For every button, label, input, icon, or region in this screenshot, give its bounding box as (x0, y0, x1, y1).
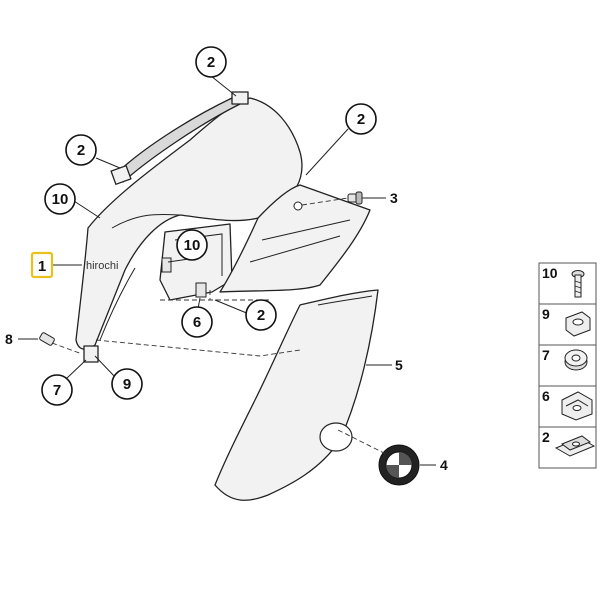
callout-10-inner[interactable]: 10 (176, 229, 208, 261)
leader-line (73, 200, 101, 219)
svg-text:6: 6 (193, 314, 201, 331)
selected-part-label[interactable]: 1 (30, 251, 54, 279)
bolt-part-3[interactable] (347, 191, 363, 205)
svg-text:10: 10 (52, 191, 69, 208)
assembly-line (51, 342, 83, 355)
callout-7[interactable]: 7 (41, 374, 73, 406)
callout-2-left[interactable]: 2 (65, 134, 97, 166)
watermark-text: hirochi (86, 260, 118, 272)
svg-text:1: 1 (38, 258, 46, 275)
parts-legend: 10 9 7 (538, 262, 597, 469)
leader-line (210, 75, 237, 97)
svg-text:2: 2 (257, 307, 265, 324)
leader-line (305, 128, 349, 176)
svg-text:7: 7 (542, 347, 550, 363)
upper-fairing-part[interactable] (75, 91, 303, 363)
legend-row-6[interactable]: 6 (542, 388, 593, 421)
svg-text:2: 2 (357, 111, 365, 128)
callout-2-center[interactable]: 2 (245, 299, 277, 331)
assembly-line (95, 339, 301, 357)
legend-row-10[interactable]: 10 (542, 265, 585, 298)
label-5[interactable]: 5 (395, 357, 403, 373)
svg-text:2: 2 (77, 142, 85, 159)
legend-row-2[interactable]: 2 (542, 429, 596, 457)
leader-line (214, 299, 250, 315)
label-3[interactable]: 3 (390, 190, 398, 206)
screw-icon (571, 270, 585, 298)
label-4[interactable]: 4 (440, 457, 448, 473)
screw-part-10-inner[interactable] (161, 257, 172, 273)
svg-text:10: 10 (542, 265, 558, 281)
callout-2-right[interactable]: 2 (345, 103, 377, 135)
clip-nut-icon (565, 311, 591, 337)
assembly-line (337, 429, 389, 456)
legend-row-9[interactable]: 9 (542, 306, 591, 337)
callout-2-top[interactable]: 2 (195, 46, 227, 78)
lower-side-panel[interactable] (214, 289, 379, 501)
svg-text:9: 9 (123, 376, 131, 393)
legend-row-7[interactable]: 7 (542, 347, 588, 371)
flat-clip-icon (554, 435, 596, 457)
svg-text:7: 7 (53, 382, 61, 399)
svg-text:10: 10 (184, 237, 201, 254)
callout-10-left[interactable]: 10 (44, 183, 76, 215)
side-panel-upper[interactable] (219, 184, 371, 293)
callout-9[interactable]: 9 (111, 368, 143, 400)
grommet-icon (564, 349, 588, 371)
svg-text:6: 6 (542, 388, 550, 404)
leader-line (66, 359, 87, 379)
svg-text:2: 2 (542, 429, 550, 445)
label-8[interactable]: 8 (5, 331, 13, 347)
screw-part-8[interactable] (39, 332, 55, 346)
callout-6[interactable]: 6 (181, 306, 213, 338)
emblem-badge[interactable] (378, 444, 420, 486)
svg-text:2: 2 (207, 54, 215, 71)
leader-line (94, 355, 117, 379)
leader-line (95, 157, 121, 169)
spring-clip-icon (561, 391, 593, 421)
svg-text:9: 9 (542, 306, 550, 322)
clip-part-6[interactable] (195, 282, 207, 298)
